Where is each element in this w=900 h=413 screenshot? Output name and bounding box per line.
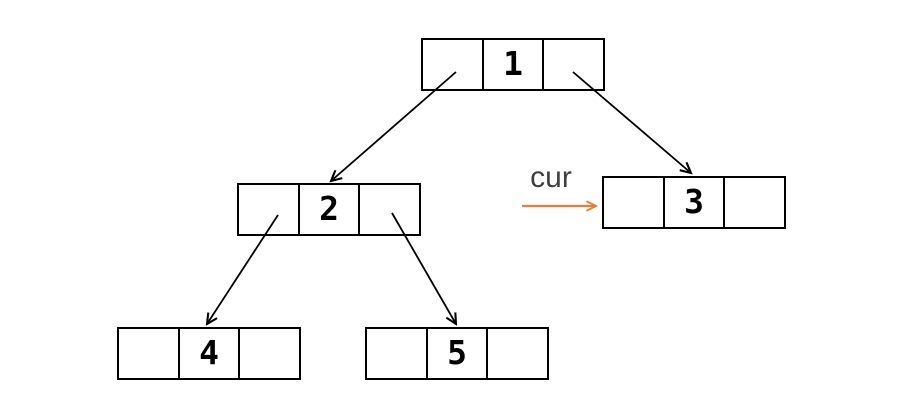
tree-node-3: 3 bbox=[602, 176, 786, 229]
cur-pointer-label: cur bbox=[530, 161, 572, 194]
node-1-left-pointer-cell bbox=[423, 40, 482, 89]
node-1-value: 1 bbox=[481, 40, 543, 89]
tree-node-5: 5 bbox=[365, 327, 549, 380]
node-4-left-pointer-cell bbox=[119, 329, 178, 378]
node-2-left-pointer-cell bbox=[239, 185, 298, 234]
node-4-value: 4 bbox=[177, 329, 239, 378]
tree-node-4: 4 bbox=[117, 327, 301, 380]
node-1-right-pointer-cell bbox=[542, 40, 603, 89]
node-2-right-pointer-cell bbox=[358, 185, 419, 234]
node-5-value: 5 bbox=[425, 329, 487, 378]
tree-node-1: 1 bbox=[421, 38, 605, 91]
node-4-right-pointer-cell bbox=[238, 329, 299, 378]
node-2-value: 2 bbox=[297, 185, 359, 234]
node-3-value: 3 bbox=[662, 178, 724, 227]
node-3-right-pointer-cell bbox=[723, 178, 784, 227]
node-5-right-pointer-cell bbox=[486, 329, 547, 378]
node-3-left-pointer-cell bbox=[604, 178, 663, 227]
tree-node-2: 2 bbox=[237, 183, 421, 236]
node-5-left-pointer-cell bbox=[367, 329, 426, 378]
